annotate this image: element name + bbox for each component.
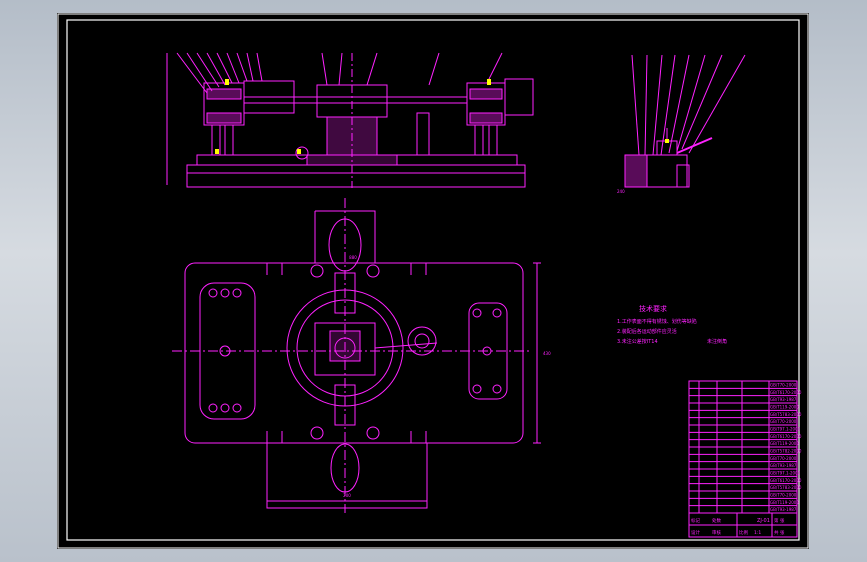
tb-row-code: GB/T70-2000 (770, 456, 797, 461)
tb-row-code: GB/T6170-2000 (770, 390, 802, 395)
tb-right-3: 第 张 (774, 517, 785, 524)
tb-row-code: GB/T5783-2000 (770, 412, 802, 417)
tb-row-code: GB/T70-2000 (770, 419, 797, 424)
tb-row-code: GB/T97.1-2002 (770, 427, 801, 432)
tb-row-code: GB/T70-2000 (770, 383, 797, 388)
tb-right-1: 1:1 (754, 530, 761, 536)
tb-label-2: 设计 (691, 529, 700, 536)
tb-row-code: GB/T6170-2000 (770, 478, 802, 483)
drawing-sheet: 技术要求 1.工作表面不得有锈蚀、划伤等缺陷 2.装配后各运动部件应灵活 3.未… (57, 13, 809, 549)
tb-row-code: GB/T119-2000 (770, 500, 799, 505)
notes-line2: 2.装配后各运动部件应灵活 (617, 328, 677, 335)
tb-row-code: GB/T5783-2000 (770, 485, 802, 490)
tb-label-1: 处数 (712, 517, 721, 524)
front-view (166, 52, 534, 188)
cad-drawing: 技术要求 1.工作表面不得有锈蚀、划伤等缺陷 2.装配后各运动部件应灵活 3.未… (57, 13, 809, 549)
drawing-number: ZJ-01 (757, 518, 770, 524)
outer-border (57, 13, 809, 549)
dim-overall-height: 430 (543, 351, 551, 356)
base-outline (184, 262, 524, 444)
title-block-rows (689, 387, 797, 507)
notes-line4: 未注倒角 (707, 338, 727, 345)
tb-row-code: GB/T6170-2000 (770, 434, 802, 439)
base-plate (186, 164, 526, 188)
tb-row-code: GB/T70-2000 (770, 493, 797, 498)
tb-row-code: GB/T5782-2000 (770, 449, 802, 454)
notes-line1: 1.工作表面不得有锈蚀、划伤等缺陷 (617, 318, 697, 325)
top-view (172, 198, 541, 513)
tb-label-0: 标记 (691, 517, 700, 524)
side-view (624, 54, 746, 188)
tb-right-0: 比例 (739, 529, 748, 536)
tb-row-code: GB/T119-2000 (770, 441, 799, 446)
fastener-highlights (215, 79, 669, 154)
tb-label-3: 审核 (712, 529, 721, 536)
notes-title: 技术要求 (639, 304, 667, 313)
dim-side-height: 240 (617, 189, 625, 194)
dim-stem-width: 200 (343, 493, 351, 498)
dim-overall-width: 880 (349, 255, 357, 260)
lower-stem (266, 443, 428, 509)
tb-row-code: GB/T97.1-2002 (770, 471, 801, 476)
tb-row-code: GB/T93-1987 (770, 507, 797, 512)
title-block-frame (688, 380, 798, 538)
tb-row-code: GB/T119-2000 (770, 405, 799, 410)
notes-line3: 3.未注公差按IT14 (617, 338, 658, 345)
tb-row-code: GB/T93-1987 (770, 397, 797, 402)
inner-frame (66, 19, 800, 541)
tb-right-2: 共 张 (774, 529, 785, 536)
tb-row-code: GB/T93-1987 (770, 463, 797, 468)
